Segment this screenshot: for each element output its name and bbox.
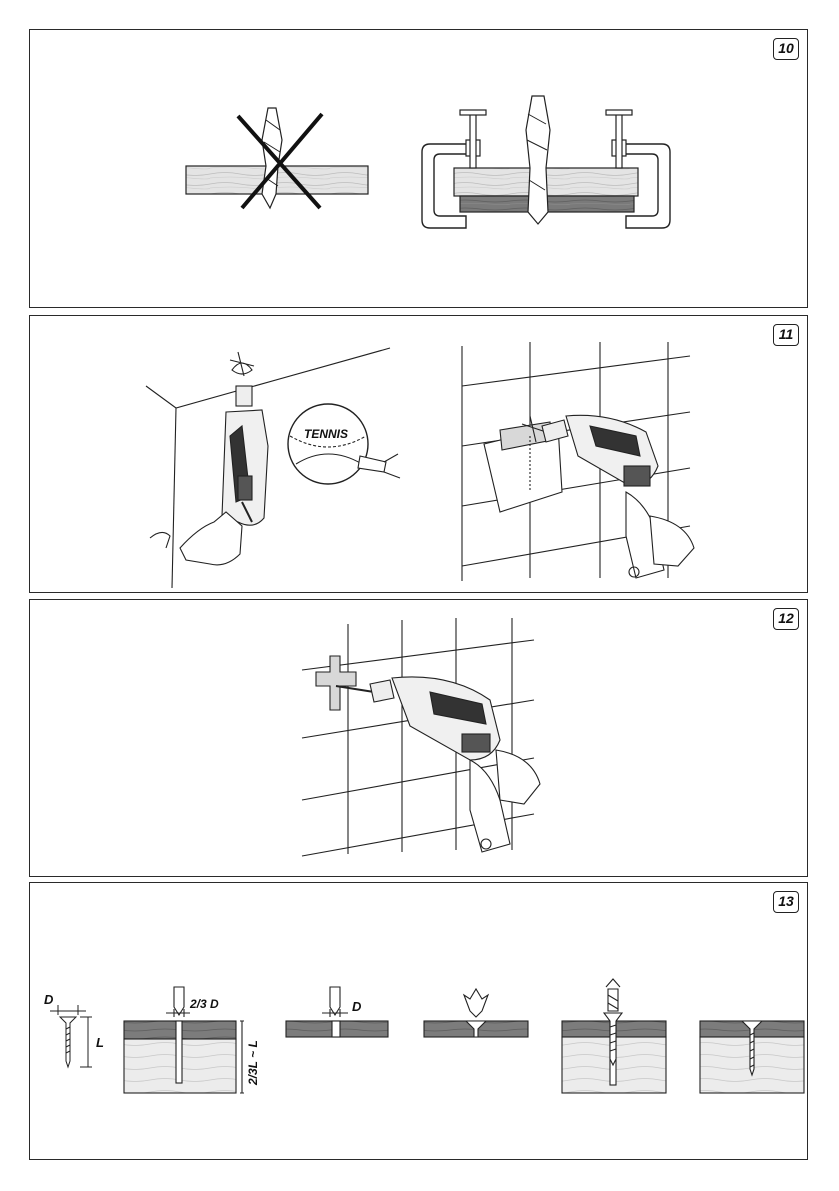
figure-10-panel: 10 [29,29,808,308]
pilot-hole-block [124,987,244,1093]
finished-joint-block [700,1021,804,1093]
drill-icon [150,386,268,565]
countersink-bit-icon [464,989,488,1017]
figure-11-illustration: TENNIS [30,316,809,594]
tennis-ball-inset-icon [288,404,400,484]
screw-diameter-label: D [44,992,54,1007]
tile-drilling-scene [462,342,694,581]
screw-length-label: L [96,1035,104,1050]
countersink-board [424,989,528,1037]
pilot-depth-label: 2/3L ~ L [246,1040,260,1086]
clearance-hole-board [286,987,388,1037]
figure-12-panel: 12 [29,599,808,877]
ceiling-drilling-scene [146,348,400,588]
clearance-diameter-label: D [352,999,362,1014]
tile-drilling-tape-scene [302,618,540,856]
figure-13-illustration: D L 2/3 D 2/3L ~ L D [30,883,809,1161]
unclamped-workpiece [186,108,368,208]
screw-dimensions [50,1005,92,1067]
figure-12-illustration [30,600,809,878]
tennis-label: TENNIS [304,427,348,441]
pilot-diameter-label: 2/3 D [189,997,219,1011]
figure-11-panel: 11 [29,315,808,593]
clamped-workpiece [422,96,670,228]
figure-13-panel: 13 D L 2/ [29,882,808,1160]
drill-icon [542,415,694,578]
figure-10-illustration [30,30,809,309]
screwing-block [562,979,666,1093]
